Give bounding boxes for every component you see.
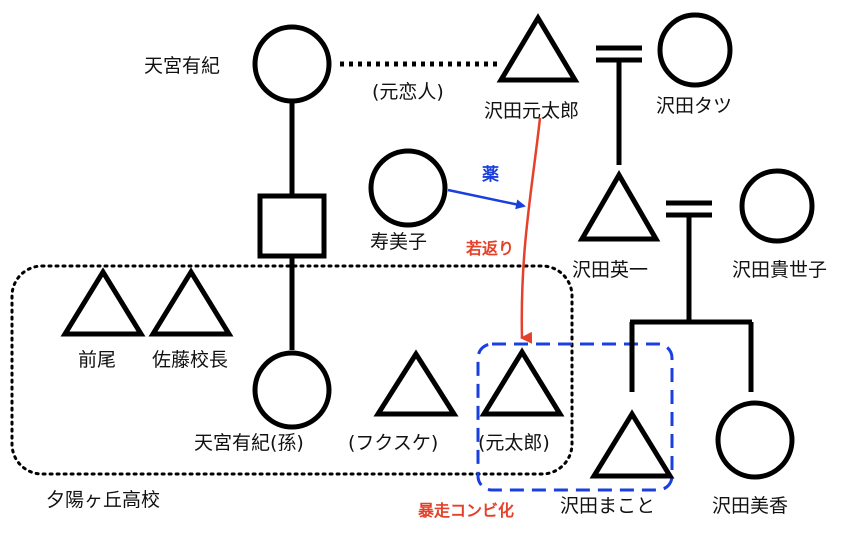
young-gentaro-label: (元太郎) bbox=[478, 432, 550, 454]
former-lover-label: (元恋人) bbox=[372, 81, 444, 103]
eiichi-label: 沢田英一 bbox=[572, 259, 648, 281]
mika-circle bbox=[715, 400, 795, 480]
sumiko-circle bbox=[368, 148, 448, 228]
sato-label: 佐藤校長 bbox=[152, 349, 228, 371]
yuki-label: 天宮有紀 bbox=[144, 55, 220, 77]
maeo-label: 前尾 bbox=[78, 349, 116, 371]
sato-triangle bbox=[148, 267, 234, 337]
maeo-triangle bbox=[60, 267, 146, 337]
eiichi-triangle bbox=[577, 170, 661, 242]
rejuvenation-label: 若返り bbox=[465, 239, 514, 258]
yuki-grandchild-circle bbox=[252, 350, 332, 430]
tatsu-circle bbox=[657, 12, 733, 88]
school-label: 夕陽ヶ丘高校 bbox=[46, 489, 160, 511]
sumiko-label: 寿美子 bbox=[370, 231, 427, 253]
fukusuke-label: (フクスケ) bbox=[348, 432, 438, 454]
yuki-circle bbox=[252, 24, 332, 104]
drug-arrow bbox=[447, 188, 526, 210]
fukusuke-triangle bbox=[373, 349, 459, 417]
rampage-combo-box bbox=[476, 342, 674, 492]
young-gentaro-triangle bbox=[479, 347, 565, 417]
rejuvenation-arrow bbox=[520, 117, 542, 344]
gentaro-triangle bbox=[496, 13, 580, 83]
kiyoko-circle bbox=[739, 168, 815, 244]
yuki-grandchild-label: 天宮有紀(孫) bbox=[194, 432, 304, 454]
makoto-label: 沢田まこと bbox=[560, 495, 655, 517]
rampage-combo-label: 暴走コンビ化 bbox=[417, 501, 514, 520]
kiyoko-label: 沢田貴世子 bbox=[732, 259, 827, 281]
drug-label: 薬 bbox=[482, 165, 499, 185]
makoto-triangle bbox=[589, 409, 675, 479]
tatsu-label: 沢田タツ bbox=[656, 95, 732, 117]
child-square bbox=[257, 193, 327, 259]
mika-label: 沢田美香 bbox=[712, 495, 788, 517]
gentaro-label: 沢田元太郎 bbox=[484, 100, 579, 122]
